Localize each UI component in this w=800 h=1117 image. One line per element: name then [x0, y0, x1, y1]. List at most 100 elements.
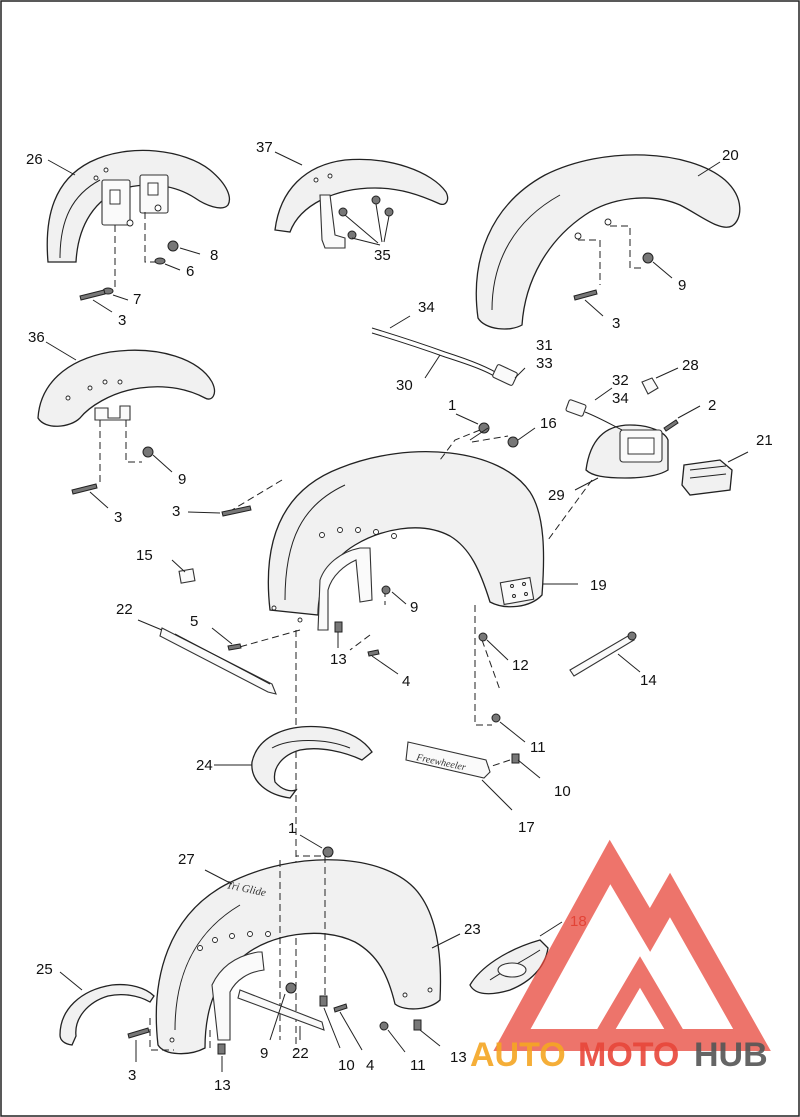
hardware-13a-clip — [334, 621, 343, 633]
callout-34a: 34 — [418, 299, 435, 316]
part-28-bulb — [641, 377, 659, 395]
watermark-auto: AUTO — [470, 1036, 566, 1074]
part-22-brace — [159, 627, 277, 695]
callout-9b: 9 — [178, 471, 186, 488]
callout-20: 20 — [722, 147, 739, 164]
callout-17: 17 — [518, 819, 535, 836]
callout-11a: 11 — [530, 739, 546, 756]
callout-3b: 3 — [612, 315, 620, 332]
part-2-screw — [663, 419, 679, 432]
hardware-3d-screw — [221, 505, 252, 517]
hardware-16-nut — [507, 436, 519, 448]
callout-4a: 4 — [402, 673, 410, 690]
part-22b-brace — [237, 989, 325, 1031]
part-32-connector — [565, 399, 623, 431]
part-25-trim — [59, 983, 155, 1046]
callout-24: 24 — [196, 757, 213, 774]
callout-21: 21 — [756, 432, 773, 449]
callout-28: 28 — [682, 357, 699, 374]
hardware-4a-screw — [367, 649, 380, 657]
hardware-5-screw — [227, 643, 242, 651]
part-36-front-fender — [37, 349, 216, 427]
part-15-pad — [178, 568, 196, 584]
callout-23: 23 — [464, 921, 481, 938]
part-14-strap — [569, 631, 637, 677]
callout-13a: 13 — [330, 651, 347, 668]
hardware-11b-nut — [379, 1021, 389, 1031]
part-26-front-fender — [46, 149, 231, 263]
callout-10b: 10 — [338, 1057, 355, 1074]
callout-34b: 34 — [612, 390, 629, 407]
hardware-1b-nut — [322, 846, 334, 858]
hardware-9a-nut — [642, 252, 654, 264]
part-37-front-fender — [274, 158, 449, 249]
part-17-emblem: Freewheeler — [405, 741, 491, 779]
callout-9d: 9 — [260, 1045, 268, 1062]
part-23-rear-fender: Tri Glide — [155, 859, 442, 1055]
hardware-9b-nut — [142, 446, 154, 458]
hardware-13c-clip — [217, 1043, 226, 1055]
hardware-10a-clip — [511, 753, 520, 764]
watermark-logo — [493, 839, 771, 1051]
part-19-rear-fender — [267, 451, 545, 631]
callout-26: 26 — [26, 151, 43, 168]
callout-36: 36 — [28, 329, 45, 346]
callout-6: 6 — [186, 263, 194, 280]
watermark-hub: HUB — [694, 1036, 768, 1074]
callout-22a: 22 — [116, 601, 133, 618]
hardware-1a-nut — [478, 422, 490, 434]
callout-27: 27 — [178, 851, 195, 868]
callout-1b: 1 — [288, 820, 296, 837]
callout-30: 30 — [396, 377, 413, 394]
callout-14: 14 — [640, 672, 657, 689]
part-20-front-fender — [475, 154, 741, 330]
callout-3c: 3 — [114, 509, 122, 526]
hardware-12-nut — [478, 632, 488, 642]
hardware-9d-nut — [285, 982, 297, 994]
hardware-8-nut — [167, 240, 179, 252]
hardware-3a-screw — [79, 289, 106, 301]
hardware-3b-screw — [573, 289, 598, 301]
callout-19: 19 — [590, 577, 607, 594]
hardware-11a-nut — [491, 713, 501, 723]
callout-5: 5 — [190, 613, 198, 630]
callout-3d: 3 — [172, 503, 180, 520]
hardware-9c-nut — [381, 585, 391, 595]
callout-37: 37 — [256, 139, 273, 156]
part-29-taillight-housing — [585, 424, 669, 479]
part-24-trim — [251, 725, 373, 799]
wiring-harness-30 — [371, 327, 518, 386]
callout-12: 12 — [512, 657, 529, 674]
hardware-10b-clip — [319, 995, 328, 1007]
callout-10a: 10 — [554, 783, 571, 800]
callout-3e: 3 — [128, 1067, 136, 1084]
callout-2: 2 — [708, 397, 716, 414]
watermark-text: AUTO MOTO HUB — [470, 1036, 768, 1074]
callout-35: 35 — [374, 247, 391, 264]
callout-13c: 13 — [214, 1077, 231, 1094]
callout-1a: 1 — [448, 397, 456, 414]
callout-13b: 13 — [450, 1049, 467, 1066]
callout-7: 7 — [133, 291, 141, 308]
hardware-4b-screw — [333, 1003, 348, 1013]
callout-9c: 9 — [410, 599, 418, 616]
callout-15: 15 — [136, 547, 153, 564]
part-18-emblem — [469, 939, 549, 995]
callout-16: 16 — [540, 415, 557, 432]
callout-32: 32 — [612, 372, 629, 389]
callout-33: 33 — [536, 355, 553, 372]
callout-31: 31 — [536, 337, 553, 354]
callout-3a: 3 — [118, 312, 126, 329]
watermark-moto: MOTO — [578, 1036, 679, 1074]
callout-11b: 11 — [410, 1057, 426, 1074]
callout-4b: 4 — [366, 1057, 374, 1074]
callout-8: 8 — [210, 247, 218, 264]
hardware-13b-clip — [413, 1019, 422, 1031]
hardware-6-washer — [154, 257, 166, 265]
callout-29: 29 — [548, 487, 565, 504]
part-21-lens — [681, 459, 733, 496]
callout-22b: 22 — [292, 1045, 309, 1062]
callout-25: 25 — [36, 961, 53, 978]
